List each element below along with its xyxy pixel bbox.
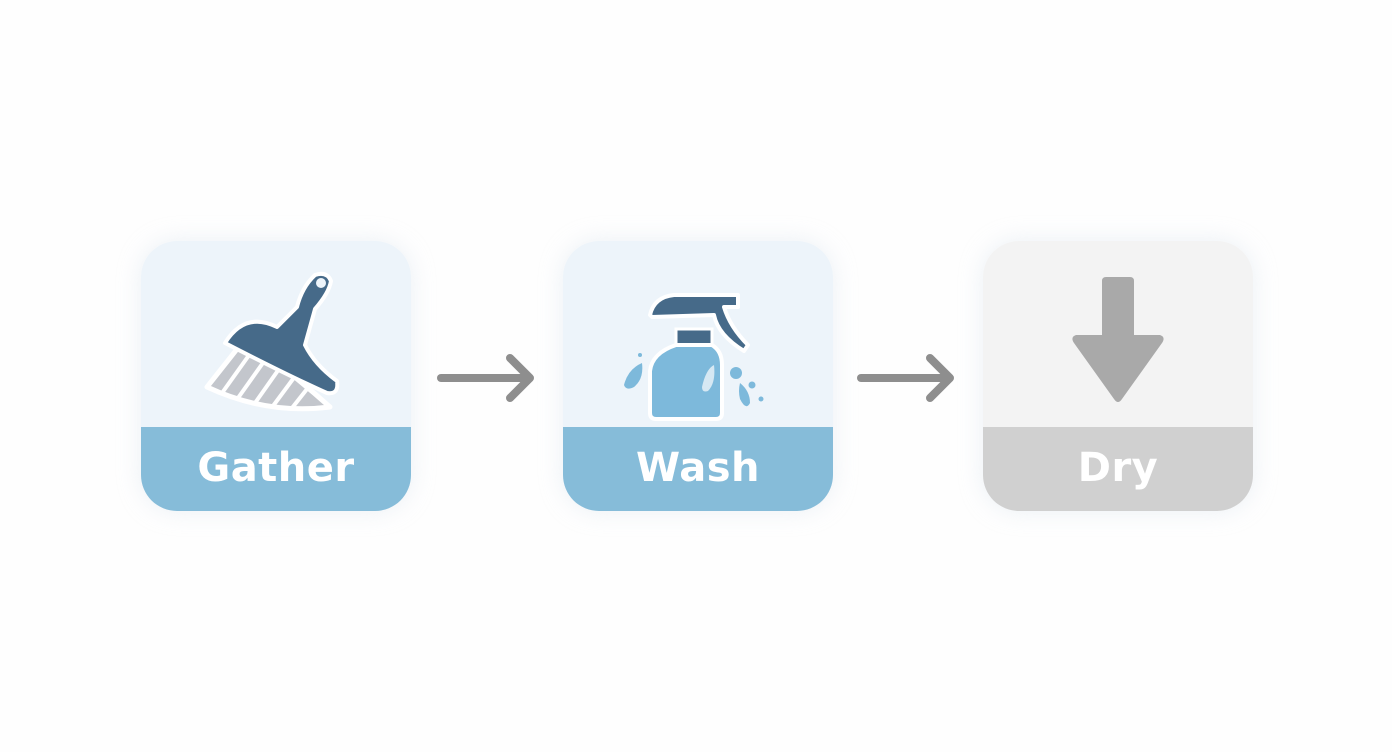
broom-icon [204, 271, 340, 412]
step-card-wash: Wash [563, 241, 833, 511]
spray-bottle-icon [624, 293, 764, 421]
connector-arrow-icon [437, 354, 534, 402]
step-label: Gather [197, 445, 355, 491]
step-card-dry: Dry [983, 241, 1253, 511]
connector-arrow-icon [857, 354, 954, 402]
step-card-gather: Gather [141, 241, 411, 511]
step-label: Wash [636, 445, 760, 491]
down-arrow-icon [1072, 277, 1164, 402]
step-label: Dry [1077, 445, 1159, 491]
